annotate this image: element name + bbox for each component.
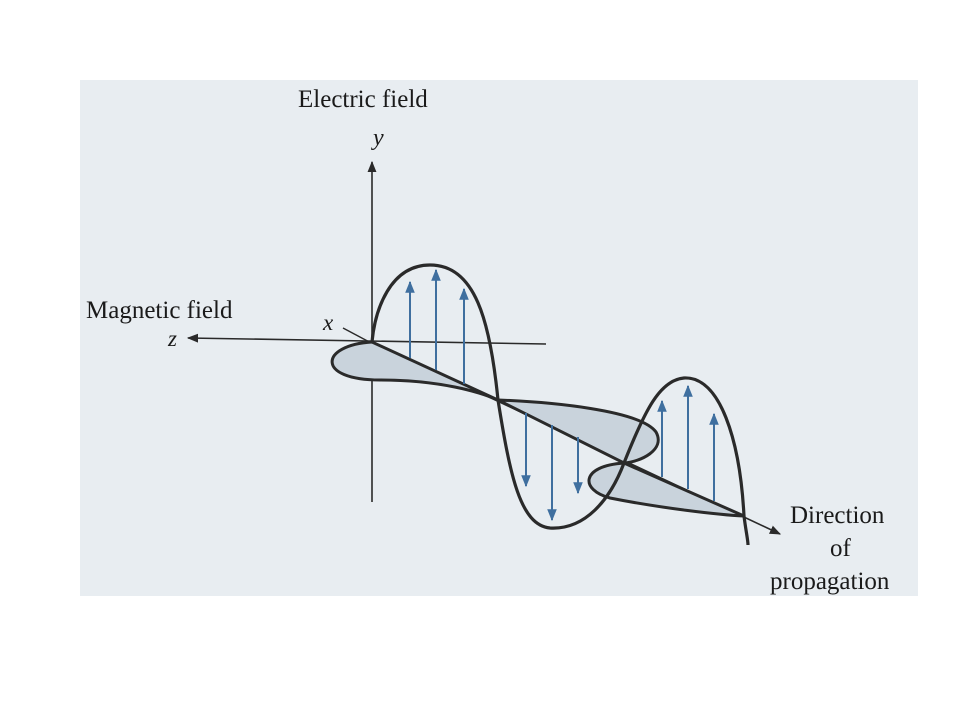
- magnetic-lobe-3: [587, 461, 745, 518]
- direction-label-line-3: propagation: [770, 568, 890, 595]
- electric-field-label: Electric field: [298, 86, 428, 113]
- direction-label-line-1: Direction: [790, 502, 885, 529]
- magnetic-lobe-2: [497, 398, 660, 465]
- magnetic-lobe-1: [330, 340, 499, 402]
- magnetic-field-label: Magnetic field: [86, 297, 233, 324]
- electric-wave-curve: [370, 263, 750, 546]
- x-axis-label: x: [323, 310, 334, 335]
- y-axis-label: y: [373, 125, 384, 151]
- direction-label-line-2: of: [830, 535, 851, 562]
- figure-panel: Electric field y Magnetic field x z Dire…: [80, 80, 918, 596]
- z-axis-label: z: [168, 326, 177, 351]
- em-wave-diagram: [186, 160, 782, 546]
